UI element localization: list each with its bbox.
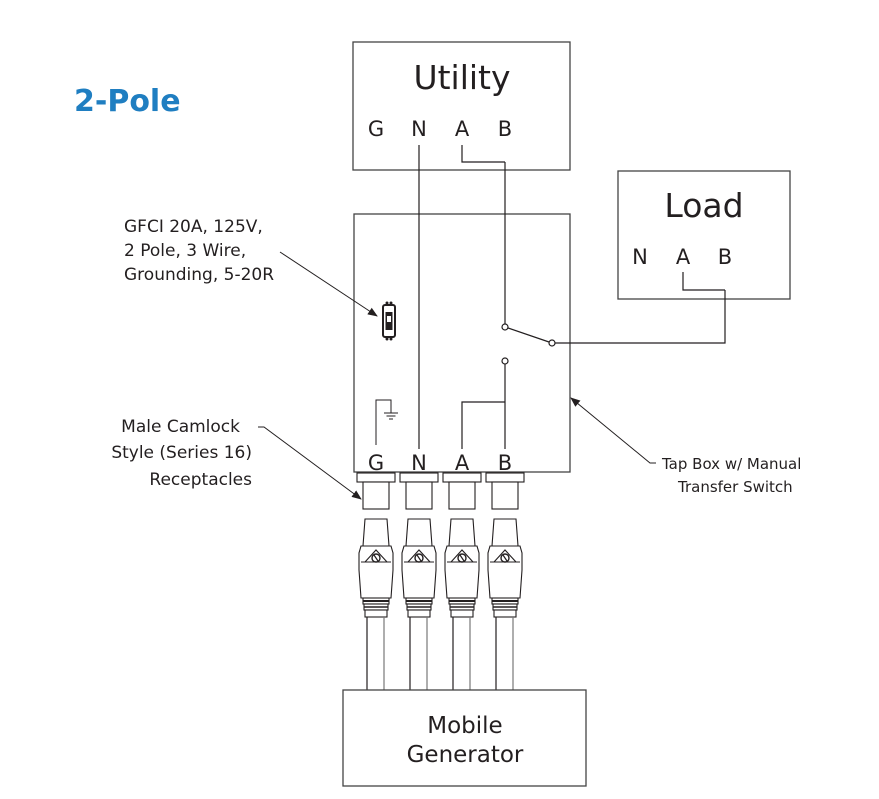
load-terminal-n: N [632, 245, 648, 269]
generator-label-line1: Mobile [427, 713, 502, 739]
utility-terminal-g: G [368, 117, 384, 141]
camlock-annotation-line1: Male Camlock [121, 417, 240, 437]
tapbox-terminal-n: N [411, 451, 427, 475]
camlock-receptacle [485, 472, 525, 510]
utility-terminal-a: A [455, 117, 470, 141]
gen-a-jumper [461, 401, 505, 449]
camlock-plug [401, 518, 437, 690]
ground-icon [375, 399, 398, 445]
utility-ab-jumper [461, 145, 505, 163]
generator-box: Mobile Generator [342, 689, 587, 787]
camlock-annotation-line3: Receptacles [149, 470, 252, 490]
tap-box: G N A B [353, 145, 726, 475]
utility-terminal-b: B [498, 117, 512, 141]
tapbox-terminal-a: A [455, 451, 470, 475]
gfci-annotation-line1: GFCI 20A, 125V, [124, 217, 263, 237]
load-terminal-a: A [676, 245, 691, 269]
utility-label: Utility [413, 58, 510, 97]
camlock-plug [487, 518, 523, 690]
gfci-annotation: GFCI 20A, 125V, 2 Pole, 3 Wire, Groundin… [124, 217, 378, 317]
utility-terminal-n: N [411, 117, 427, 141]
camlock-receptacle [442, 472, 482, 510]
gfci-receptacle-icon [382, 301, 396, 341]
tapbox-leader-arrow [570, 397, 656, 464]
tapbox-terminal-b: B [498, 451, 512, 475]
tapbox-annotation-line1: Tap Box w/ Manual [661, 455, 801, 473]
camlock-receptacle [399, 472, 439, 510]
load-ab-jumper [682, 272, 725, 291]
load-feed-wire [555, 290, 726, 344]
camlock-plug [358, 518, 394, 690]
load-label: Load [664, 186, 743, 225]
tapbox-annotation-line2: Transfer Switch [677, 478, 793, 496]
diagram-title: 2-Pole [74, 84, 181, 119]
camlock-annotation-line2: Style (Series 16) [111, 443, 252, 463]
camlock-receptacles [356, 472, 525, 510]
transfer-switch [501, 323, 556, 365]
tapbox-annotation: Tap Box w/ Manual Transfer Switch [570, 397, 801, 496]
gfci-annotation-line3: Grounding, 5-20R [124, 265, 274, 285]
utility-box: Utility G N A B [352, 41, 571, 171]
tapbox-terminal-g: G [368, 451, 384, 475]
load-box: Load N A B [617, 170, 791, 300]
camlock-plugs [358, 518, 523, 690]
camlock-annotation: Male Camlock Style (Series 16) Receptacl… [111, 417, 362, 500]
gfci-leader-arrow [279, 251, 378, 317]
load-terminal-b: B [718, 245, 732, 269]
gfci-annotation-line2: 2 Pole, 3 Wire, [124, 241, 246, 261]
generator-label-line2: Generator [407, 742, 524, 768]
camlock-leader-arrow [258, 426, 362, 500]
camlock-receptacle [356, 472, 396, 510]
camlock-plug [444, 518, 480, 690]
